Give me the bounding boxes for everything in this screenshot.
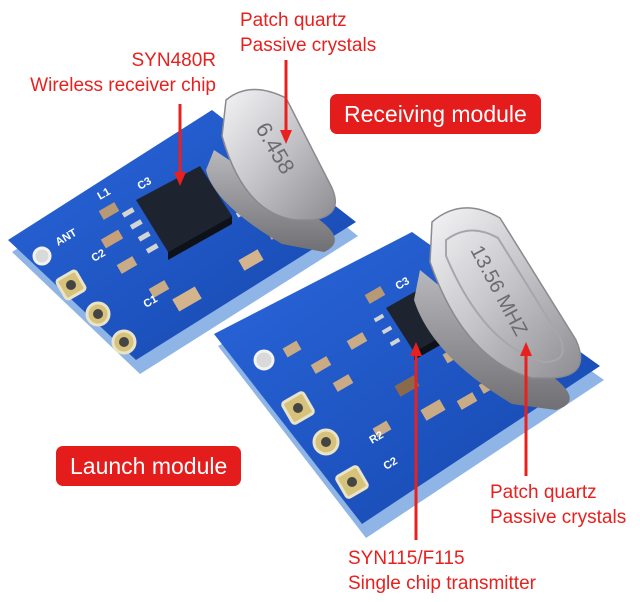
transmitter-pin-pads	[253, 349, 369, 499]
bottom-crystal-label-line1: Patch quartz	[490, 482, 597, 503]
transmitter-chip-label: SYN115/F115 Single chip transmitter	[348, 546, 536, 596]
bottom-crystal-label-line2: Passive crystals	[490, 507, 627, 528]
transmitter-chip-label-line2: Single chip transmitter	[348, 573, 536, 594]
bottom-crystal-label: Patch quartz Passive crystals	[490, 480, 626, 530]
top-crystal-label-line2: Passive crystals	[240, 35, 377, 56]
transmitter-crystal: 13.56 MHZ	[414, 207, 582, 410]
receiving-module-badge: Receiving module	[330, 94, 541, 134]
receiver-silk-l1: L1	[96, 186, 113, 203]
receiver-pin-pads	[32, 246, 137, 355]
transmitter-module: C3 R2 C2 C1 13.56 MHZ	[214, 207, 604, 538]
top-crystal-label: Patch quartz Passive crystals	[240, 8, 376, 58]
receiver-module: ANT C3 L1 C2 C1 6.458	[8, 88, 358, 374]
receiver-smd-parts	[98, 202, 288, 312]
receiver-chip-syn480r	[121, 166, 249, 260]
receiver-chip-label: SYN480R Wireless receiver chip	[10, 48, 216, 98]
receiver-chip-label-line2: Wireless receiver chip	[30, 75, 216, 96]
receiver-chip-label-line1: SYN480R	[131, 50, 217, 71]
launch-module-badge: Launch module	[56, 446, 242, 486]
transmitter-chip-label-line1: SYN115/F115	[348, 548, 465, 569]
top-crystal-label-line1: Patch quartz	[240, 10, 347, 31]
receiver-crystal: 6.458	[206, 88, 336, 252]
